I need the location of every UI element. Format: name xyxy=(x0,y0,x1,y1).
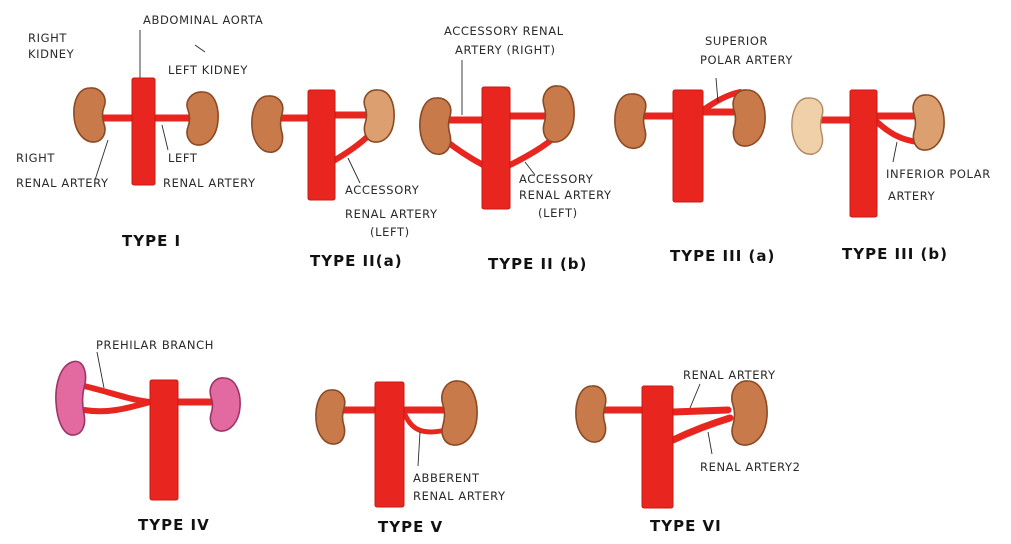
type-3b-diagram: INFERIOR POLAR ARTERY TYPE III (b) xyxy=(792,90,991,263)
type-1-left-kidney xyxy=(187,92,218,145)
label-2a-accessory-3: (LEFT) xyxy=(370,225,410,239)
type-2b-diagram: ACCESSORY RENAL ARTERY (RIGHT) ACCESSORY… xyxy=(420,24,612,273)
type-2b-aorta xyxy=(482,87,510,209)
label-inferior-polar-1: INFERIOR POLAR xyxy=(886,167,991,181)
type-2a-aorta xyxy=(308,90,335,200)
type-2a-diagram: ACCESSORY RENAL ARTERY (LEFT) TYPE II(a) xyxy=(252,90,438,270)
type-4-aorta xyxy=(150,380,178,500)
label-right-renal-artery-1: RIGHT xyxy=(16,151,55,165)
label-renal-artery: RENAL ARTERY xyxy=(683,368,776,382)
type-4-diagram: PREHILAR BRANCH TYPE IV xyxy=(56,338,240,534)
type-3a-left-kidney xyxy=(733,90,765,146)
type-5-diagram: ABBERENT RENAL ARTERY TYPE V xyxy=(316,381,506,536)
title-type-3a: TYPE III (a) xyxy=(670,247,775,265)
label-2a-accessory-1: ACCESSORY xyxy=(345,183,420,197)
type-3b-right-kidney xyxy=(792,98,823,154)
type-6-left-kidney xyxy=(732,381,767,445)
label-right-renal-artery-2: RENAL ARTERY xyxy=(16,176,109,190)
label-abberent-1: ABBERENT xyxy=(413,471,480,485)
label-renal-artery-2: RENAL ARTERY2 xyxy=(700,460,801,474)
label-2b-accessory-left-1: ACCESSORY xyxy=(519,172,594,186)
type-6-renal-artery-2 xyxy=(673,418,730,440)
type-6-aorta xyxy=(642,386,673,508)
label-2b-accessory-left-2: RENAL ARTERY xyxy=(519,188,612,202)
type-3b-aorta xyxy=(850,90,877,217)
title-type-5: TYPE V xyxy=(378,518,443,536)
type-6-renal-artery-1 xyxy=(673,410,728,412)
label-2b-accessory-right-1: ACCESSORY RENAL xyxy=(444,24,564,38)
type-1-right-kidney xyxy=(74,88,105,142)
type-3a-aorta xyxy=(673,90,703,202)
type-5-left-kidney xyxy=(442,381,477,445)
type-2a-left-kidney xyxy=(364,90,394,142)
label-2b-accessory-right-2: ARTERY (RIGHT) xyxy=(455,43,556,57)
title-type-2a: TYPE II(a) xyxy=(310,252,403,270)
title-type-4: TYPE IV xyxy=(138,516,210,534)
type-2a-right-kidney xyxy=(252,96,283,152)
type-6-diagram: RENAL ARTERY RENAL ARTERY2 TYPE VI xyxy=(576,368,801,535)
label-left-kidney: LEFT KIDNEY xyxy=(168,63,248,77)
title-type-1: TYPE I xyxy=(122,232,181,250)
title-type-3b: TYPE III (b) xyxy=(842,245,948,263)
title-type-2b: TYPE II (b) xyxy=(488,255,587,273)
label-superior-polar-1: SUPERIOR xyxy=(705,34,768,48)
type-5-abberent-artery xyxy=(404,412,446,432)
title-type-6: TYPE VI xyxy=(650,517,722,535)
type-4-prehilar-branch-upper xyxy=(84,386,150,402)
label-abberent-2: RENAL ARTERY xyxy=(413,489,506,503)
label-inferior-polar-2: ARTERY xyxy=(888,189,936,203)
type-5-aorta xyxy=(375,382,404,507)
label-abdominal-aorta: ABDOMINAL AORTA xyxy=(143,13,263,27)
type-3b-inferior-polar-artery xyxy=(877,122,918,142)
type-4-left-kidney xyxy=(210,378,240,431)
label-2b-accessory-left-3: (LEFT) xyxy=(538,206,578,220)
label-right-kidney-1: RIGHT xyxy=(28,31,67,45)
label-prehilar-branch: PREHILAR BRANCH xyxy=(96,338,214,352)
type-2b-left-kidney xyxy=(543,86,574,142)
type-1-diagram: ABDOMINAL AORTA RIGHT KIDNEY LEFT KIDNEY… xyxy=(16,13,263,250)
type-1-aorta xyxy=(132,78,155,185)
type-3b-left-kidney xyxy=(913,95,944,150)
label-left-renal-artery-1: LEFT xyxy=(168,151,198,165)
label-right-kidney-2: KIDNEY xyxy=(28,47,75,61)
label-2a-accessory-2: RENAL ARTERY xyxy=(345,207,438,221)
type-4-right-kidney xyxy=(56,361,86,435)
label-left-renal-artery-2: RENAL ARTERY xyxy=(163,176,256,190)
type-3a-diagram: SUPERIOR POLAR ARTERY TYPE III (a) xyxy=(615,34,793,265)
type-2b-right-kidney xyxy=(420,98,451,154)
type-6-right-kidney xyxy=(576,386,606,442)
type-3a-right-kidney xyxy=(615,94,646,148)
type-5-right-kidney xyxy=(316,390,345,444)
label-superior-polar-2: POLAR ARTERY xyxy=(700,53,793,67)
type-4-prehilar-branch-lower xyxy=(84,402,150,411)
